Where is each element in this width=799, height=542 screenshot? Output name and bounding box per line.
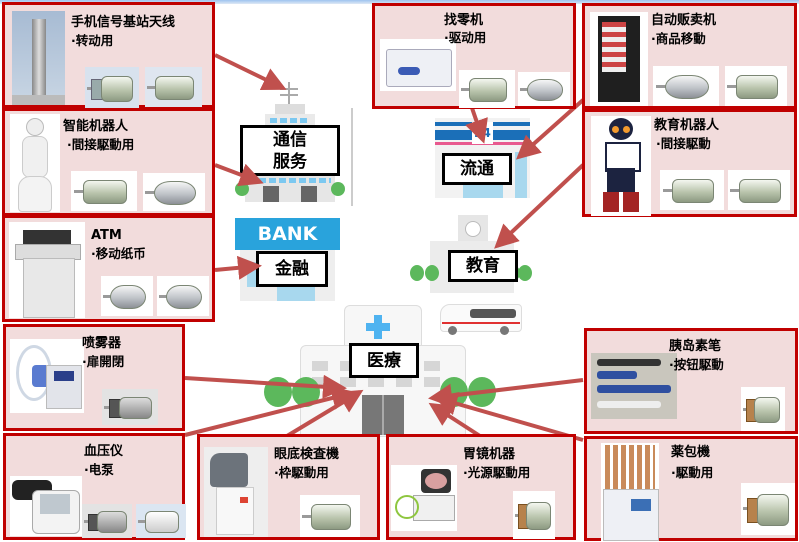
dc-motor-icon: [145, 67, 202, 107]
bank-sign: BANK: [235, 218, 340, 250]
app-box-vending-machine: 自动贩卖机 ·商品移動: [582, 3, 797, 109]
dc-motor-icon: [459, 70, 515, 108]
app-use: ·駆動用: [671, 465, 714, 480]
dc-motor-icon: [728, 170, 790, 210]
app-use: ·转动用: [71, 33, 114, 48]
app-box-medicine-packer: 薬包機 ·駆動用: [584, 436, 798, 541]
arrow-nebulizer-to-medical: [184, 374, 347, 399]
app-box-insulin-pen: 胰岛素笔 ·按钮駆動: [584, 328, 798, 434]
blood-pressure-monitor-image: [10, 476, 82, 536]
nebulizer-image: [10, 339, 84, 413]
app-use: ·移动纸币: [91, 246, 146, 261]
humanoid-robot-image: [10, 114, 60, 212]
app-box-change-machine: 找零机 ·驱动用: [372, 3, 576, 109]
telecom-line-1: 通信: [273, 129, 307, 150]
app-title: 薬包機: [671, 445, 711, 460]
arrow-atm-to-finance: [214, 255, 262, 280]
app-title: 教育机器人: [654, 118, 720, 133]
app-use: ·光源駆動用: [463, 465, 531, 480]
category-label-retail: 流通: [442, 153, 512, 185]
antenna-tower-image: [12, 11, 65, 105]
top-strip: [0, 0, 799, 4]
arrow-fundus-to-medical: [285, 389, 364, 438]
dc-motor-icon: [143, 173, 205, 211]
dc-motor-icon: [101, 276, 153, 316]
app-box-smart-robot: 智能机器人 ·間接駆動用: [2, 108, 215, 216]
app-title: 手机信号基站天线: [71, 15, 176, 30]
geared-micro-motor-icon: [741, 387, 785, 431]
app-title: ATM: [91, 228, 122, 243]
app-box-fundus-camera: 眼底検査機 ·枠駆動用: [197, 434, 380, 540]
app-title: 血压仪: [84, 444, 124, 459]
dc-motor-icon: [71, 171, 137, 211]
app-use: ·間接駆動: [656, 136, 711, 151]
app-title: 胰岛素笔: [669, 339, 722, 354]
micro-pump-icon: [102, 389, 158, 425]
endoscope-unit-image: [391, 465, 457, 531]
dc-motor-icon: [518, 72, 570, 106]
category-label-education: 教育: [448, 250, 518, 282]
arrow-base-station-to-telecom: [214, 53, 287, 91]
app-box-base-station: 手机信号基站天线 ·转动用: [2, 2, 215, 109]
app-title: 自动贩卖机: [651, 13, 717, 28]
change-machine-image: [380, 39, 456, 91]
dc-motor-icon: [653, 66, 719, 106]
divider: [351, 108, 353, 206]
app-box-nebulizer: 喷雾器 ·扉開閉: [3, 324, 185, 431]
app-title: 喷雾器: [82, 336, 122, 351]
micro-pump-icon: [136, 504, 186, 538]
dc-motor-icon: [660, 170, 724, 210]
app-box-blood-pressure: 血压仪 ·电泵: [3, 433, 186, 540]
medicine-packer-image: [601, 443, 659, 541]
app-title: 胃镜机器: [463, 447, 516, 462]
app-box-edu-robot: 教育机器人 ·間接駆動: [582, 109, 797, 217]
app-title: 智能机器人: [63, 119, 129, 134]
micro-pump-icon: [82, 504, 132, 538]
app-use: ·驱动用: [444, 30, 487, 45]
atm-machine-image: [9, 222, 85, 318]
geared-micro-motor-icon: [741, 483, 795, 535]
app-use: ·商品移動: [651, 31, 706, 46]
app-use: ·扉開閉: [82, 354, 125, 369]
app-use: ·电泵: [84, 462, 114, 477]
arrow-insulin-to-medical: [428, 378, 584, 408]
insulin-pens-image: [591, 353, 677, 419]
edu-robot-image: [591, 116, 651, 216]
ambulance-illustration: [440, 300, 522, 336]
app-title: 眼底検査機: [274, 447, 340, 462]
arrow-smart-robot-to-telecom: [214, 163, 264, 187]
app-use: ·間接駆動用: [67, 137, 135, 152]
app-use: ·枠駆動用: [274, 465, 329, 480]
vending-machine-image: [590, 12, 648, 106]
telecom-line-2: 服务: [273, 151, 307, 172]
arrow-change-machine-to-retail: [465, 107, 488, 144]
app-box-atm: ATM ·移动纸币: [2, 215, 215, 322]
dc-motor-icon: [157, 276, 209, 316]
dc-motor-icon: [300, 495, 360, 537]
arrow-vending-to-retail: [516, 98, 585, 160]
app-use: ·按钮駆動: [669, 357, 724, 372]
app-box-endoscope: 胃镜机器 ·光源駆動用: [386, 434, 576, 540]
fundus-camera-image: [204, 447, 268, 537]
category-label-medical: 医療: [349, 343, 419, 378]
arrow-edu-robot-to-education: [494, 163, 585, 249]
gear-motor-icon: [85, 67, 139, 109]
geared-micro-motor-icon: [513, 491, 555, 539]
arrow-blood-pressure-to-medical: [184, 386, 356, 437]
app-title: 找零机: [444, 13, 484, 28]
dc-motor-icon: [725, 66, 787, 106]
arrow-medicine-packer-to-medical: [433, 391, 584, 442]
